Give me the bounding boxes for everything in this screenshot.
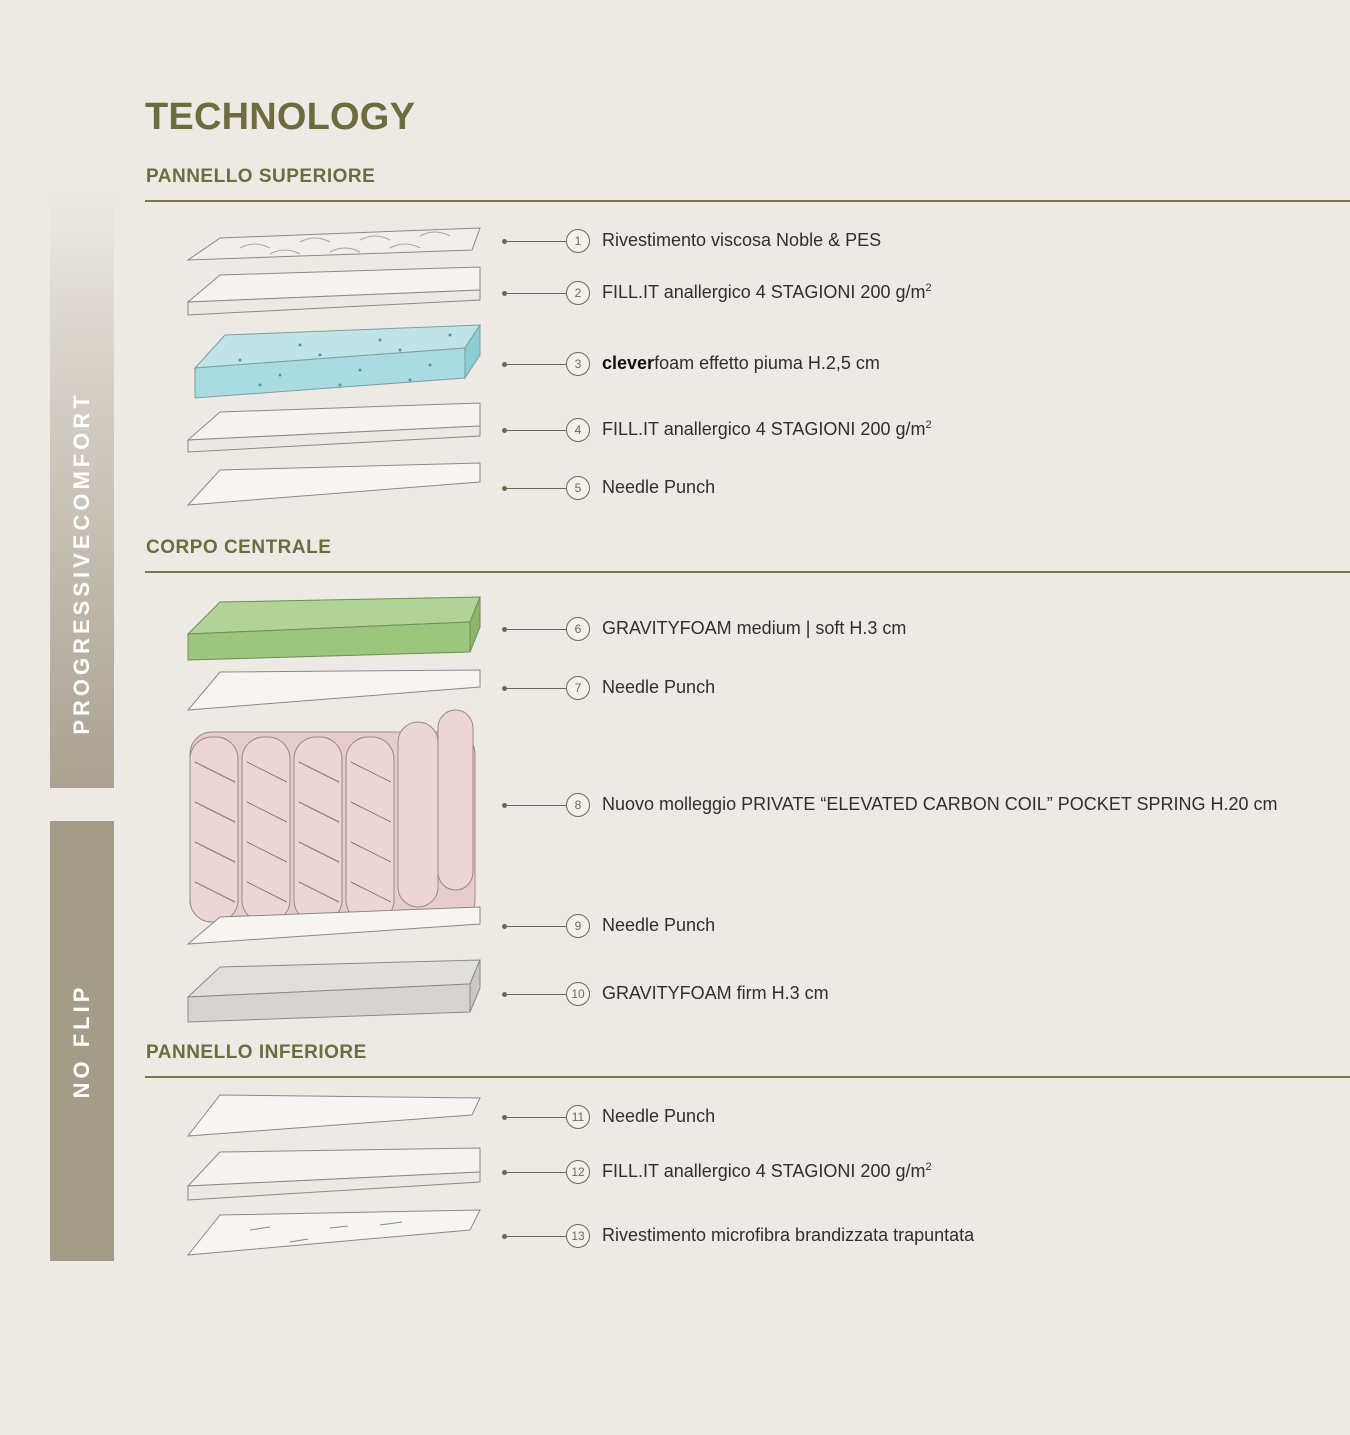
layer-item: 5 Needle Punch [502,474,1304,504]
section-divider [145,571,1350,573]
layer-needle-punch-illustration [186,462,481,506]
layer-number: 12 [566,1160,590,1184]
leader-line [504,1117,566,1118]
section-heading-top-panel: PANNELLO SUPERIORE [146,166,376,187]
layer-pocket-springs-illustration [189,709,476,923]
leader-line [504,1236,566,1237]
layer-label: GRAVITYFOAM firm H.3 cm [602,983,829,1003]
layer-needle-punch-illustration [186,1094,481,1137]
layer-gravity-firm-illustration [186,959,481,1023]
layer-needle-punch-illustration [186,669,481,711]
no-flip-label: NO FLIP [69,983,94,1099]
layer-label: GRAVITYFOAM medium | soft H.3 cm [602,618,907,638]
layer-label-sup: 2 [925,282,932,294]
layer-label: FILL.IT anallergico 4 STAGIONI 200 g/m2 [602,282,932,303]
layer-needle-punch-illustration [186,906,481,945]
layer-label: cleverfoam effetto piuma H.2,5 cm [602,353,880,374]
layer-label-text: FILL.IT anallergico 4 STAGIONI 200 g/m [602,419,926,439]
leader-line [504,488,566,489]
layer-label-sup: 2 [925,419,932,431]
layer-item: 12 FILL.IT anallergico 4 STAGIONI 200 g/… [502,1158,1304,1188]
layer-number: 3 [566,352,590,376]
layer-number: 6 [566,617,590,641]
layer-item: 11 Needle Punch [502,1103,1304,1133]
layer-item: 4 FILL.IT anallergico 4 STAGIONI 200 g/m… [502,416,1304,446]
layer-label: FILL.IT anallergico 4 STAGIONI 200 g/m2 [602,1161,932,1182]
leader-line [504,629,566,630]
layer-gravity-medium-illustration [186,596,481,661]
layer-cleverfoam-illustration [193,323,481,399]
bottom-panel-illustration [186,1094,481,1256]
layer-label: Nuovo molleggio PRIVATE “ELEVATED CARBON… [602,794,1278,814]
leader-line [504,926,566,927]
layer-item: 10 GRAVITYFOAM firm H.3 cm [502,980,1304,1010]
leader-line [504,241,566,242]
layer-number: 11 [566,1105,590,1129]
layer-label-text: effetto piuma H.2,5 cm [694,353,880,373]
layer-label-sup: 2 [925,1161,932,1173]
layer-label: Needle Punch [602,915,716,935]
section-heading-bottom-panel: PANNELLO INFERIORE [146,1042,367,1063]
layer-fill-illustration [186,266,481,316]
layer-number: 4 [566,418,590,442]
layer-item: 7 Needle Punch [502,674,1304,704]
leader-line [504,364,566,365]
cleverfoam-brand-bold: clever [602,353,655,373]
layer-item: 3 cleverfoam effetto piuma H.2,5 cm [502,350,1304,380]
layer-item: 2 FILL.IT anallergico 4 STAGIONI 200 g/m… [502,279,1304,309]
layer-item: 8 Nuovo molleggio PRIVATE “ELEVATED CARB… [502,791,1304,821]
layer-label-text: FILL.IT anallergico 4 STAGIONI 200 g/m [602,282,926,302]
section-divider [145,200,1350,202]
layer-item: 9 Needle Punch [502,912,1304,942]
layer-label: Rivestimento viscosa Noble & PES [602,230,882,250]
layer-number: 10 [566,982,590,1006]
no-flip-band: NO FLIP [50,821,114,1261]
layer-label: Needle Punch [602,677,716,697]
leader-line [504,430,566,431]
progressive-comfort-band: PROGRESSIVECOMFORT [50,195,114,788]
page-title: TECHNOLOGY [145,96,416,138]
leader-line [504,994,566,995]
layer-number: 7 [566,676,590,700]
layer-item: 6 GRAVITYFOAM medium | soft H.3 cm [502,615,1304,645]
section-heading-core: CORPO CENTRALE [146,537,332,558]
layer-fabric-illustration [186,227,481,261]
core-illustration [186,596,481,1023]
layer-label: Needle Punch [602,477,716,497]
layer-item: 13 Rivestimento microfibra brandizzata t… [502,1222,1304,1252]
section-divider [145,1076,1350,1078]
leader-line [504,805,566,806]
cleverfoam-brand-rest: foam [654,353,695,373]
top-panel-illustration [186,227,481,506]
layer-label: Rivestimento microfibra brandizzata trap… [602,1225,975,1245]
layer-number: 5 [566,476,590,500]
layer-label: Needle Punch [602,1106,716,1126]
layer-number: 1 [566,229,590,253]
layer-fill-illustration [186,402,481,453]
leader-line [504,1172,566,1173]
layer-label: FILL.IT anallergico 4 STAGIONI 200 g/m2 [602,419,932,440]
leader-line [504,293,566,294]
leader-line [504,688,566,689]
layer-fill-illustration [186,1147,481,1201]
layer-label-text: FILL.IT anallergico 4 STAGIONI 200 g/m [602,1161,926,1181]
layer-number: 8 [566,793,590,817]
layer-item: 1 Rivestimento viscosa Noble & PES [502,227,1304,257]
layer-microfiber-illustration [186,1209,481,1256]
progressive-comfort-label: PROGRESSIVECOMFORT [69,390,94,735]
layer-number: 9 [566,914,590,938]
layer-number: 13 [566,1224,590,1248]
layer-number: 2 [566,281,590,305]
